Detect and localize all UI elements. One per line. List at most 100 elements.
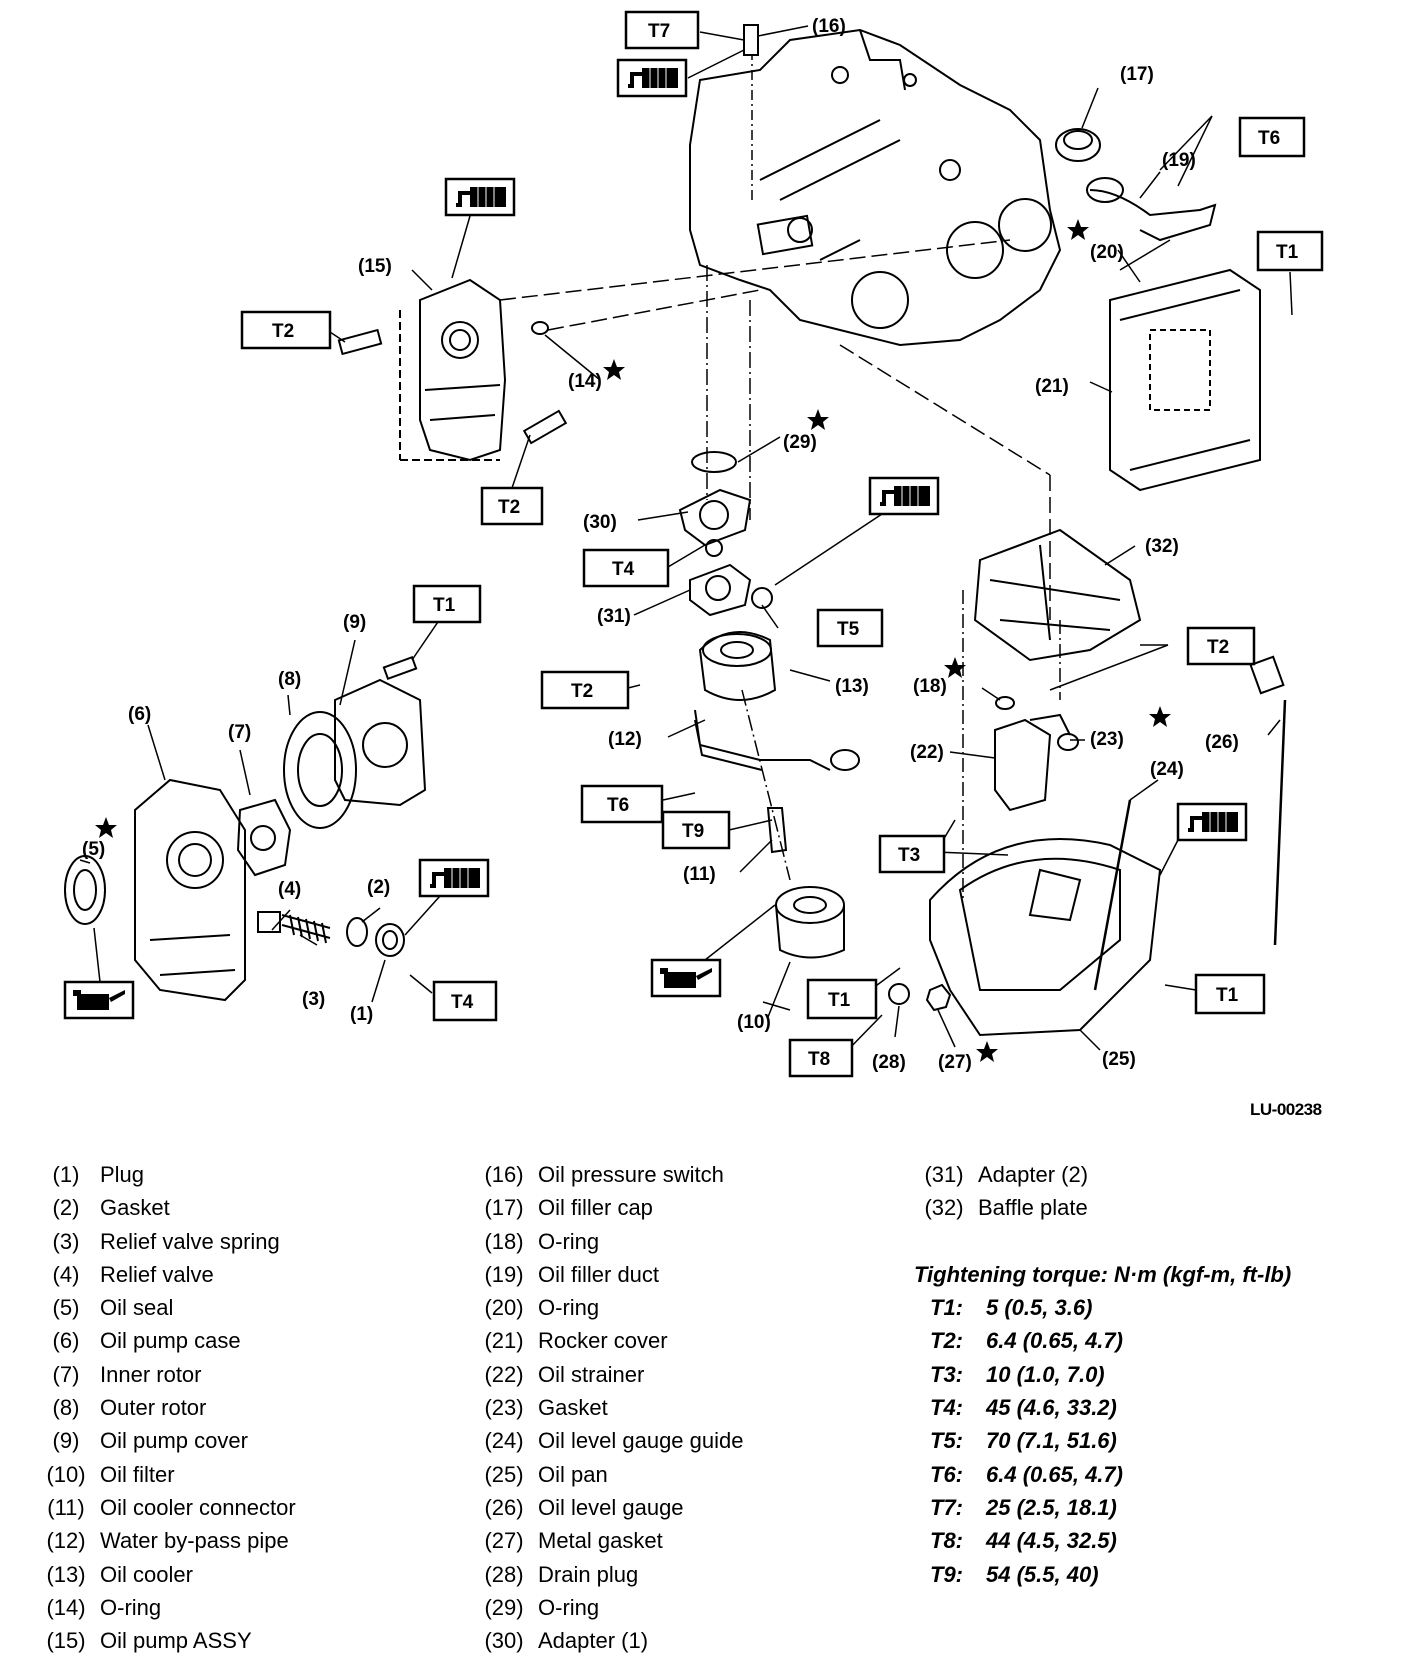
callout-23: (23): [1090, 729, 1124, 750]
exploded-parts-diagram: (1) (2) (3) (4) (5) (6) (7) (8) (9) (10)…: [63, 10, 1324, 1078]
legend-row: (30)Adapter (1): [484, 1628, 649, 1654]
svg-text:T1: T1: [828, 990, 851, 1011]
callout-18: (18): [913, 676, 947, 697]
torque-row: T3:10 (1.0, 7.0): [930, 1361, 1105, 1387]
legend-row: (24)Oil level gauge guide: [484, 1428, 744, 1454]
star-icon: [976, 1041, 998, 1062]
svg-text:T9: T9: [682, 821, 704, 842]
callout-1: (1): [350, 1004, 373, 1025]
legend-row: (5)Oil seal: [52, 1295, 174, 1321]
torque-row: T4:45 (4.6, 33.2): [930, 1395, 1117, 1421]
star-icon: [603, 359, 625, 380]
callout-31: (31): [597, 606, 631, 627]
callout-16: (16): [812, 16, 846, 37]
torque-row: T1:5 (0.5, 3.6): [930, 1295, 1093, 1321]
sealant-tube-icon: [868, 476, 940, 516]
legend-row: (22)Oil strainer: [484, 1361, 645, 1387]
torque-box-t1-top: T1: [1256, 230, 1324, 272]
legend-row: (21)Rocker cover: [484, 1328, 668, 1354]
callout-22: (22): [910, 742, 944, 763]
torque-box-t2-right: T2: [1186, 626, 1256, 666]
svg-text:T6: T6: [1258, 128, 1280, 149]
svg-text:T2: T2: [272, 321, 294, 342]
svg-text:T1: T1: [433, 595, 456, 616]
callout-14: (14): [568, 371, 602, 392]
sealant-icons: [63, 58, 1248, 1020]
callout-8: (8): [278, 669, 301, 690]
legend-row: (15)Oil pump ASSY: [46, 1628, 252, 1654]
legend-row: (32)Baffle plate: [924, 1195, 1088, 1221]
svg-text:T4: T4: [451, 992, 474, 1013]
legend-row: (1)Plug: [52, 1162, 145, 1187]
torque-table-title: Tightening torque: N·m (kgf-m, ft-lb): [914, 1261, 1292, 1287]
torque-box-t2-left: T2: [240, 310, 332, 350]
callout-19: (19): [1162, 150, 1196, 171]
oil-pressure-switch-group: [687, 24, 809, 200]
legend-row: (9)Oil pump cover: [52, 1428, 248, 1454]
legend-row: (17)Oil filler cap: [484, 1195, 653, 1221]
callout-28: (28): [872, 1052, 906, 1073]
parts-legend-column-3: (31)Adapter (2) (32)Baffle plate Tighten…: [914, 1158, 1354, 1591]
torque-box-t9: T9: [661, 810, 731, 850]
callout-24: (24): [1150, 759, 1184, 780]
svg-text:T2: T2: [1207, 637, 1229, 658]
svg-text:T5: T5: [837, 619, 860, 640]
svg-text:T7: T7: [648, 21, 670, 42]
legend-row: (14)O-ring: [46, 1594, 162, 1620]
sealant-tube-icon: [444, 177, 516, 217]
torque-box-t4-center: T4: [582, 548, 670, 588]
torque-box-t1-pan-left: T1: [806, 978, 878, 1020]
oil-cooler-stack: [678, 265, 860, 959]
legend-row: (18)O-ring: [484, 1228, 600, 1254]
oil-can-icon: [650, 958, 722, 998]
legend-row: (4)Relief valve: [52, 1261, 214, 1287]
legend-row: (20)O-ring: [484, 1295, 600, 1321]
torque-box-t1-pan-right: T1: [1194, 973, 1266, 1015]
legend-row: (8)Outer rotor: [52, 1395, 207, 1421]
callout-17: (17): [1120, 64, 1154, 85]
torque-box-t1-pump: T1: [412, 584, 482, 624]
callout-4: (4): [278, 879, 301, 900]
callout-21: (21): [1035, 376, 1069, 397]
torque-box-t8: T8: [788, 1038, 854, 1078]
legend-row: (31)Adapter (2): [924, 1162, 1089, 1187]
engine-block: [689, 28, 1062, 347]
svg-text:T8: T8: [808, 1049, 830, 1070]
callout-26: (26): [1205, 732, 1239, 753]
legend-row: (10)Oil filter: [46, 1461, 175, 1487]
svg-text:T1: T1: [1276, 242, 1299, 263]
callout-20: (20): [1090, 242, 1124, 263]
callout-10: (10): [737, 1012, 771, 1033]
torque-box-t5: T5: [816, 608, 884, 648]
torque-boxes: T7 T6 T1 T2 T2 T4 T5 T2 T1 T2 T6 T9 T3 T…: [240, 10, 1324, 1078]
torque-row: T5:70 (7.1, 51.6): [930, 1428, 1117, 1454]
diagram-reference-code: LU-00238: [1250, 1100, 1322, 1119]
torque-row: T7:25 (2.5, 18.1): [930, 1494, 1117, 1520]
legend-row: (3)Relief valve spring: [52, 1228, 280, 1254]
callout-11: (11): [683, 864, 716, 885]
legend-row: (26)Oil level gauge: [484, 1494, 684, 1520]
torque-box-t3: T3: [878, 834, 946, 874]
legend-row: (27)Metal gasket: [484, 1528, 663, 1554]
legend-row: (13)Oil cooler: [46, 1561, 193, 1587]
oil-pump-assy: [337, 239, 1011, 462]
legend-row: (11)Oil cooler connector: [47, 1494, 296, 1520]
legend-row: (29)O-ring: [484, 1594, 600, 1620]
leader-lines: [79, 87, 1281, 1051]
torque-box-t6-center: T6: [580, 784, 664, 824]
legend-row: (2)Gasket: [52, 1195, 170, 1221]
legend-row: (7)Inner rotor: [52, 1361, 202, 1387]
legend-row: (19)Oil filler duct: [484, 1261, 660, 1287]
torque-row: T9:54 (5.5, 40): [930, 1561, 1099, 1587]
torque-box-t2-center: T2: [540, 670, 630, 710]
callout-6: (6): [128, 704, 151, 725]
star-icon: [1149, 706, 1171, 727]
svg-text:T2: T2: [498, 497, 520, 518]
callout-25: (25): [1102, 1049, 1136, 1070]
sealant-tube-icon: [418, 858, 490, 898]
legend-row: (25)Oil pan: [484, 1461, 608, 1487]
torque-box-t7: T7: [624, 10, 700, 50]
torque-row: T6:6.4 (0.65, 4.7): [930, 1461, 1123, 1487]
svg-text:T1: T1: [1216, 985, 1239, 1006]
oil-can-icon: [63, 980, 135, 1020]
